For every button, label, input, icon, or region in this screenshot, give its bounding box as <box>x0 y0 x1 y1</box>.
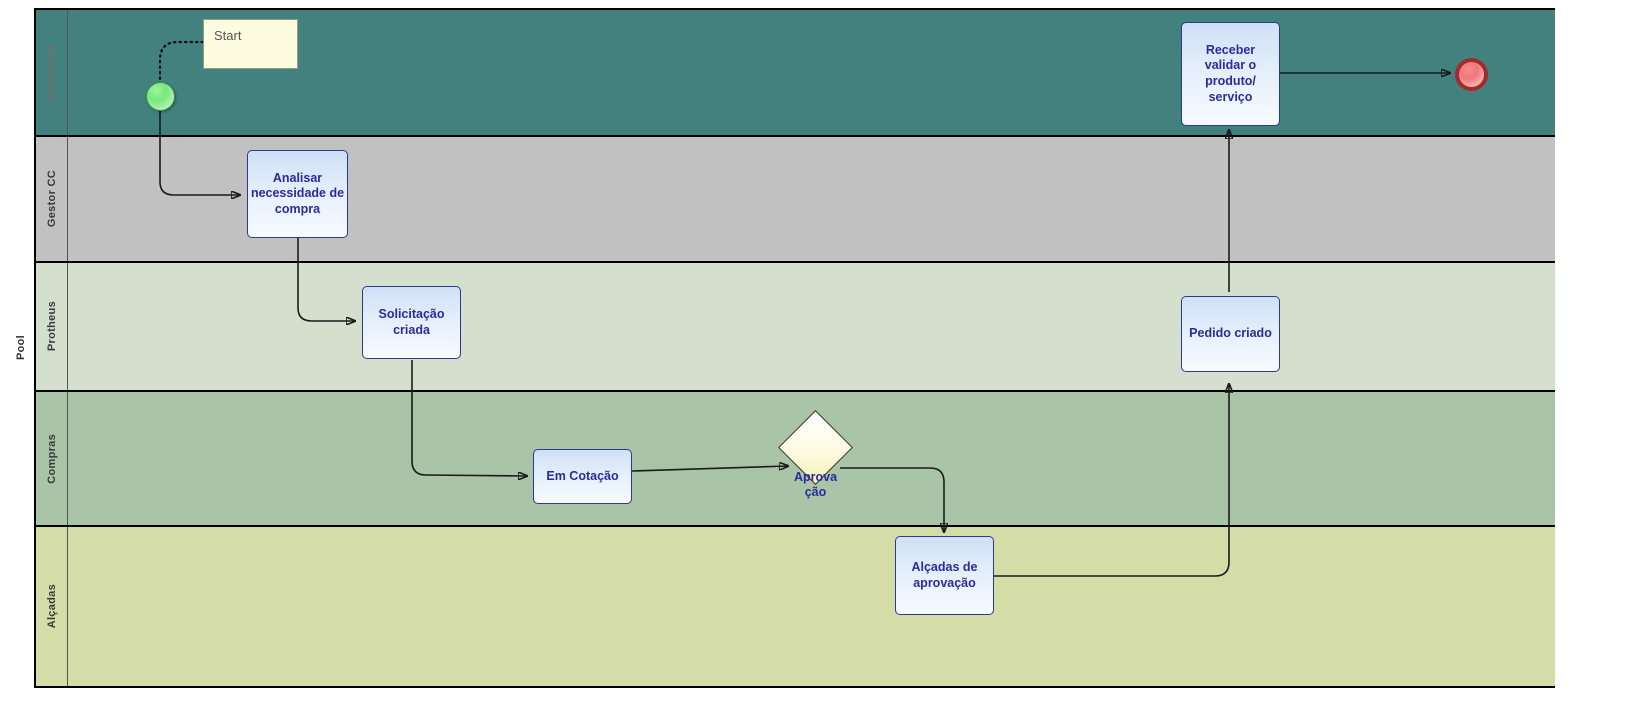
gateway-label-aprovacao: Aprova ção <box>794 470 837 500</box>
task-em-cotacao[interactable]: Em Cotação <box>533 449 632 504</box>
pool-label-band[interactable]: Pool <box>8 8 36 688</box>
task-analisar-necessidade-de-compra[interactable]: Analisar necessidade de compra <box>247 150 348 238</box>
task-label-solicitacao-criada: Solicitação criada <box>378 306 445 337</box>
task-label-alcadas-de-aprovacao: Alçadas de aprovação <box>911 559 978 590</box>
task-solicitacao-criada[interactable]: Solicitação criada <box>362 286 461 359</box>
task-pedido-criado[interactable]: Pedido criado <box>1181 296 1280 372</box>
start-note-label: Start <box>214 28 242 43</box>
lane-label-band-protheus[interactable]: Protheus <box>36 263 68 390</box>
gateway-label-line2: ção <box>804 485 827 499</box>
lane-label-solicitante: Solicitante <box>45 43 58 102</box>
lane-label-gestor-cc: Gestor CC <box>45 170 58 228</box>
lane-protheus[interactable]: Protheus <box>36 263 1555 392</box>
task-label-pedido-criado: Pedido criado <box>1189 326 1272 341</box>
lane-label-alcadas: Alçadas <box>45 584 58 629</box>
lane-label-protheus: Protheus <box>45 301 58 352</box>
lane-alcadas[interactable]: Alçadas <box>36 527 1555 686</box>
task-label-receber-validar: Receber validar o produto/ serviço <box>1204 42 1257 104</box>
end-event[interactable] <box>1455 58 1488 91</box>
lane-label-band-solicitante[interactable]: Solicitante <box>36 10 68 135</box>
gateway-aprovacao[interactable]: Aprova ção <box>778 410 853 499</box>
task-label-em-cotacao: Em Cotação <box>546 468 619 483</box>
task-alcadas-de-aprovacao[interactable]: Alçadas de aprovação <box>895 536 994 615</box>
pool-label: Pool <box>15 335 27 361</box>
lane-label-band-gestor-cc[interactable]: Gestor CC <box>36 137 68 261</box>
start-event[interactable] <box>146 82 175 111</box>
task-receber-validar-o-produto-servico[interactable]: Receber validar o produto/ serviço <box>1181 22 1280 126</box>
start-note[interactable]: Start <box>203 19 298 69</box>
lane-label-band-alcadas[interactable]: Alçadas <box>36 527 68 686</box>
lane-label-band-compras[interactable]: Compras <box>36 392 68 525</box>
gateway-label-line1: Aprova <box>793 470 838 484</box>
task-label-analisar: Analisar necessidade de compra <box>250 170 345 216</box>
lane-label-compras: Compras <box>45 433 58 484</box>
